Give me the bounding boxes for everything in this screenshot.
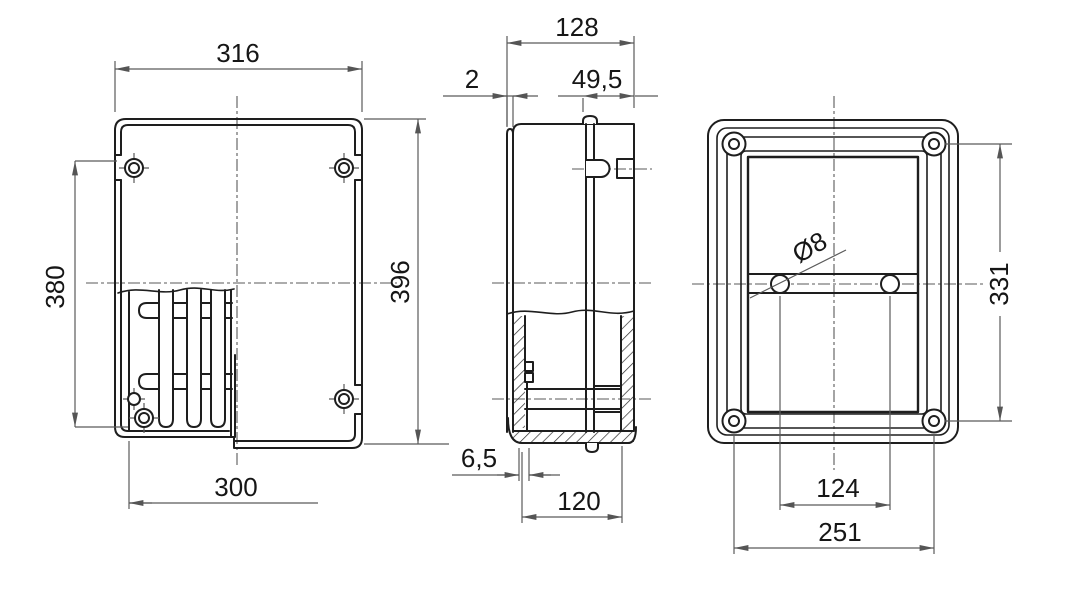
gasket-track-inner xyxy=(740,150,928,415)
dim-front-width-bottom: 300 xyxy=(128,441,318,509)
dim-label-rear-hole-spacing: 124 xyxy=(816,473,859,503)
screw-top-right xyxy=(329,153,359,183)
front-inner-door-bottom xyxy=(234,413,356,442)
dim-rear-hole-spacing: 124 xyxy=(779,296,891,510)
side-body-outline xyxy=(512,123,635,431)
dim-label-rear-height-spacing: 331 xyxy=(984,262,1014,305)
dim-label-screw-offset: 49,5 xyxy=(572,64,623,94)
dim-label-front-width: 316 xyxy=(216,38,259,68)
dim-screw-offset: 49,5 xyxy=(558,64,658,112)
front-outer-outline xyxy=(114,118,363,449)
front-inner-top xyxy=(120,124,356,156)
side-lid xyxy=(506,128,514,433)
side-view: 128 2 49,5 6,5 120 xyxy=(443,12,658,523)
rear-flange-line xyxy=(716,127,950,436)
screw-top-left xyxy=(119,153,149,183)
dim-rear-width-spacing: 251 xyxy=(733,434,935,554)
bottom-tab xyxy=(585,442,599,453)
dim-label-rear-width-spacing: 251 xyxy=(818,517,861,547)
dim-label-front-height-right: 396 xyxy=(385,260,415,303)
dim-label-lid-gap: 2 xyxy=(465,64,479,94)
front-inner-left xyxy=(120,179,230,432)
rear-opening xyxy=(746,155,920,414)
dim-inner-depth: 120 xyxy=(521,446,623,523)
rear-view: Ø8 331 124 251 xyxy=(692,96,1014,554)
interior-rail-lines xyxy=(524,385,622,413)
side-edge-notch xyxy=(616,158,635,179)
mounting-hole-right xyxy=(880,274,900,294)
dim-side-depth: 128 xyxy=(506,12,635,126)
screw-bottom-left xyxy=(129,403,159,433)
dim-label-hole-diameter: Ø8 xyxy=(787,226,832,269)
break-line-side xyxy=(506,309,635,315)
screw-channel-head xyxy=(582,115,598,125)
dim-label-inner-depth: 120 xyxy=(557,486,600,516)
dim-step: 6,5 xyxy=(452,443,560,481)
lattice-vslot xyxy=(158,289,174,428)
lattice-vslot xyxy=(186,289,202,428)
section-hatch-left-wall xyxy=(514,316,525,428)
din-step-tabs xyxy=(524,361,534,383)
dim-rear-height-spacing: 331 xyxy=(945,143,1014,422)
break-line-top xyxy=(117,287,235,294)
dim-label-side-depth: 128 xyxy=(555,12,598,42)
front-tab-right-bottom xyxy=(354,384,363,415)
section-hatch-bottom xyxy=(512,432,634,442)
front-tab-right-top xyxy=(354,154,363,181)
screw-bottom-right xyxy=(329,384,359,414)
cover-screw-latch xyxy=(585,159,611,178)
dim-front-height-left: 380 xyxy=(40,160,128,428)
dim-front-height-right: 396 xyxy=(364,118,449,445)
dim-front-width: 316 xyxy=(114,38,363,112)
lattice-vslot xyxy=(210,289,226,428)
screw-small-left xyxy=(123,388,145,410)
rear-outer-outline xyxy=(707,119,959,444)
dim-lid-gap: 2 xyxy=(443,64,538,127)
front-tab-left xyxy=(114,154,122,181)
dim-label-front-height-left: 380 xyxy=(40,265,70,308)
bottom-outer-line xyxy=(507,417,637,444)
mounting-lattice xyxy=(117,287,236,438)
front-view: 316 380 396 300 xyxy=(40,38,449,509)
mounting-rail xyxy=(747,273,919,294)
front-screws xyxy=(119,153,359,433)
section-hatch-right-wall xyxy=(621,316,634,430)
dim-hole-diameter: Ø8 xyxy=(749,226,847,299)
gasket-track-outer xyxy=(726,136,942,429)
rear-corner-bosses xyxy=(721,131,947,434)
mounting-hole-left xyxy=(770,274,790,294)
dim-label-front-width-bottom: 300 xyxy=(214,472,257,502)
dim-label-step: 6,5 xyxy=(461,443,497,473)
